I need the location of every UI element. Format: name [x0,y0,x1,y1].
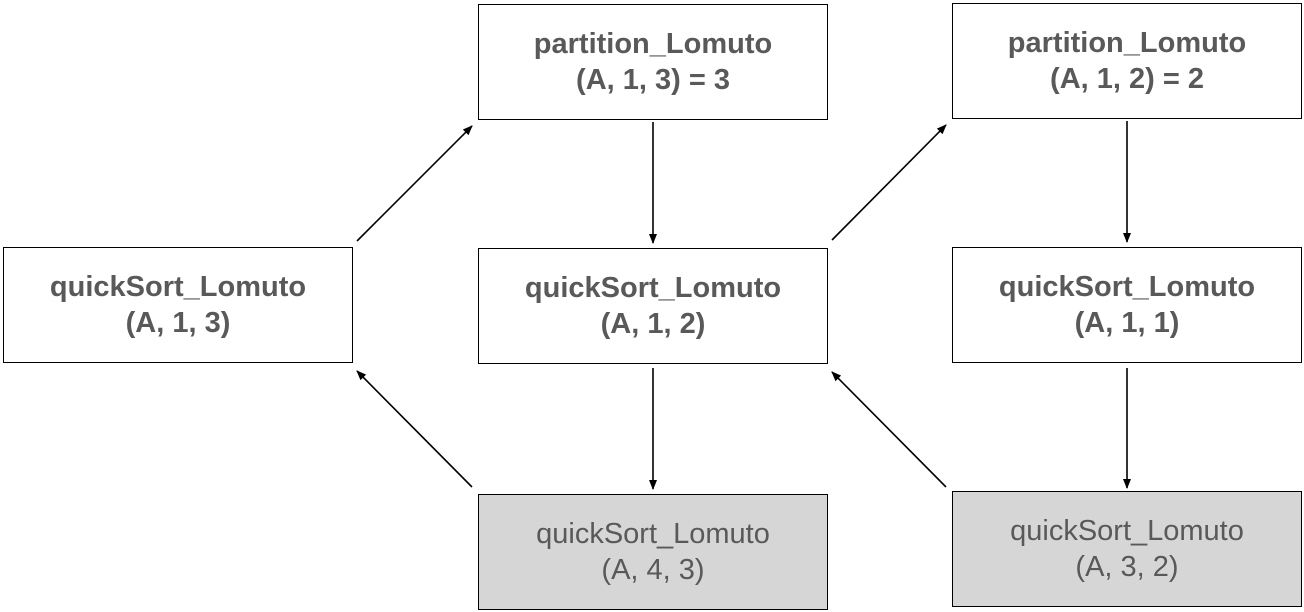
node-args: (A, 1, 3) [125,307,231,339]
node-partition-1-3: partition_Lomuto (A, 1, 3) = 3 [478,4,828,120]
node-quicksort-1-2: quickSort_Lomuto (A, 1, 2) [478,248,828,364]
node-args: (A, 1, 3) = 3 [576,64,730,96]
node-args: (A, 4, 3) [601,554,705,586]
node-quicksort-1-3: quickSort_Lomuto (A, 1, 3) [3,247,353,363]
node-quicksort-3-2: quickSort_Lomuto (A, 3, 2) [952,491,1302,607]
edge-qs12-to-partition12 [831,124,947,241]
node-args: (A, 1, 2) = 2 [1050,63,1204,95]
node-title: partition_Lomuto [533,28,773,60]
node-partition-1-2: partition_Lomuto (A, 1, 2) = 2 [952,3,1302,119]
node-title: quickSort_Lomuto [524,272,782,304]
edge-qs43-to-qs13 [356,370,473,488]
node-quicksort-1-1: quickSort_Lomuto (A, 1, 1) [952,247,1302,363]
node-title: quickSort_Lomuto [998,271,1256,303]
node-args: (A, 3, 2) [1075,551,1179,583]
edge-qs32-to-qs12 [831,371,947,488]
node-args: (A, 1, 2) [600,308,706,340]
node-title: quickSort_Lomuto [1010,515,1244,547]
node-args: (A, 1, 1) [1074,307,1180,339]
node-title: quickSort_Lomuto [49,271,307,303]
node-title: quickSort_Lomuto [536,518,770,550]
node-quicksort-4-3: quickSort_Lomuto (A, 4, 3) [478,494,828,610]
node-title: partition_Lomuto [1007,27,1247,59]
edge-qs13-to-partition13 [356,125,473,242]
